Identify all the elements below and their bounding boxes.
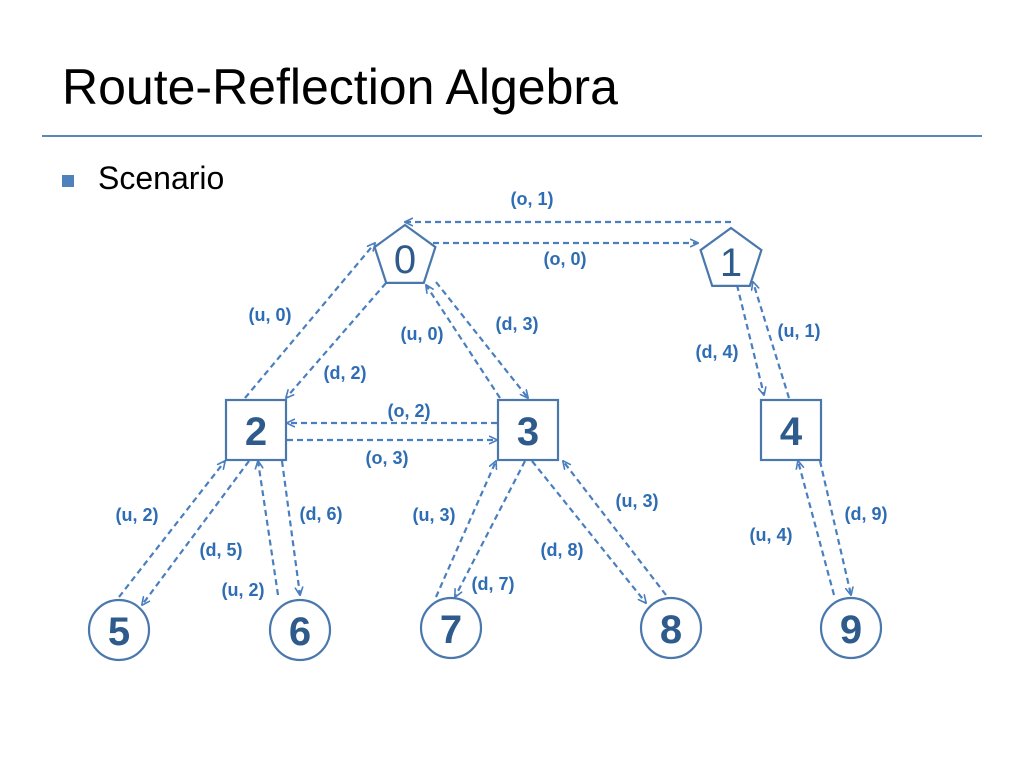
square-node-shape [224, 398, 288, 462]
edge-label-4-to-1: (u, 1) [778, 321, 821, 341]
edge-arrow-4-to-9 [818, 460, 851, 595]
edge-label-3-to-8: (d, 8) [541, 540, 584, 560]
edge-label-7-to-3: (u, 3) [413, 505, 456, 525]
title-divider [42, 135, 982, 137]
edge-arrow-1-to-4 [735, 284, 764, 395]
edge-label-1-to-4: (d, 4) [696, 342, 739, 362]
bullet-item: Scenario [62, 160, 224, 197]
edge-arrow-3-to-0 [426, 285, 501, 399]
node-1: 1 [699, 226, 763, 287]
pentagon-node-shape [699, 226, 763, 287]
node-3: 3 [496, 398, 560, 462]
edge-label-0-to-1: (o, 0) [544, 249, 587, 269]
edge-arrow-0-to-3 [435, 281, 528, 398]
circle-node-shape [419, 596, 483, 660]
edge-arrow-0-to-2 [286, 282, 387, 398]
edge-arrow-5-to-2 [118, 461, 225, 598]
edge-label-8-to-3: (u, 3) [616, 491, 659, 511]
edge-arrow-3-to-7 [455, 460, 526, 597]
edge-label-2-to-6: (d, 6) [300, 504, 343, 524]
node-label: 9 [840, 608, 862, 652]
nodes-layer: 0 1 2 3 4 5 6 7 8 9 [87, 223, 883, 662]
node-label: 3 [517, 410, 539, 454]
node-label: 5 [108, 610, 130, 654]
circle-node-shape [819, 596, 883, 660]
edge-label-4-to-9: (d, 9) [845, 504, 888, 524]
node-label: 1 [720, 241, 742, 285]
edge-arrow-8-to-3 [563, 461, 667, 596]
edge-label-9-to-4: (u, 4) [750, 525, 793, 545]
square-node-shape [496, 398, 560, 462]
pentagon-node-shape [373, 223, 437, 284]
bullet-text: Scenario [98, 160, 225, 196]
node-5: 5 [87, 598, 151, 662]
node-6: 6 [268, 598, 332, 662]
edge-arrow-7-to-3 [434, 461, 496, 598]
node-label: 2 [245, 410, 267, 454]
square-node-shape [759, 398, 823, 462]
edge-arrow-3-to-8 [531, 460, 646, 603]
edge-arrow-2-to-0 [244, 243, 375, 399]
edge-labels-layer: (o, 1) (o, 0) (u, 0) (d, 2) (u, 0) (d, 3) (d, … [116, 189, 888, 600]
edge-arrow-9-to-4 [798, 461, 836, 596]
edge-label-0-to-3: (d, 3) [496, 314, 539, 334]
node-label: 4 [780, 410, 803, 454]
edge-label-2-to-5: (d, 5) [200, 540, 243, 560]
node-label: 8 [660, 608, 682, 652]
edge-label-2-to-0: (u, 0) [249, 305, 292, 325]
circle-node-shape [268, 598, 332, 662]
circle-node-shape [87, 598, 151, 662]
edges-layer [118, 222, 851, 605]
node-2: 2 [224, 398, 288, 462]
node-8: 8 [639, 596, 703, 660]
edge-arrow-6-to-2 [258, 461, 280, 596]
node-label: 0 [394, 238, 416, 282]
node-4: 4 [759, 398, 823, 462]
node-7: 7 [419, 596, 483, 660]
edge-arrow-2-to-6 [280, 460, 300, 595]
edge-label-5-to-2: (u, 2) [116, 505, 159, 525]
node-0: 0 [373, 223, 437, 284]
edge-label-2-to-3: (o, 3) [366, 448, 409, 468]
node-9: 9 [819, 596, 883, 660]
square-bullet-icon [62, 174, 74, 187]
node-label: 6 [289, 610, 311, 654]
edge-label-3-to-2: (o, 2) [388, 401, 431, 421]
edge-label-3-to-7: (d, 7) [472, 574, 515, 594]
edge-arrow-4-to-1 [753, 282, 791, 399]
edge-label-1-to-0: (o, 1) [511, 189, 554, 209]
node-label: 7 [440, 608, 462, 652]
circle-node-shape [639, 596, 703, 660]
slide-title: Route-Reflection Algebra [62, 59, 618, 115]
edge-label-6-to-2: (u, 2) [222, 580, 265, 600]
edge-label-3-to-0: (u, 0) [401, 324, 444, 344]
edge-label-0-to-2: (d, 2) [324, 363, 367, 383]
